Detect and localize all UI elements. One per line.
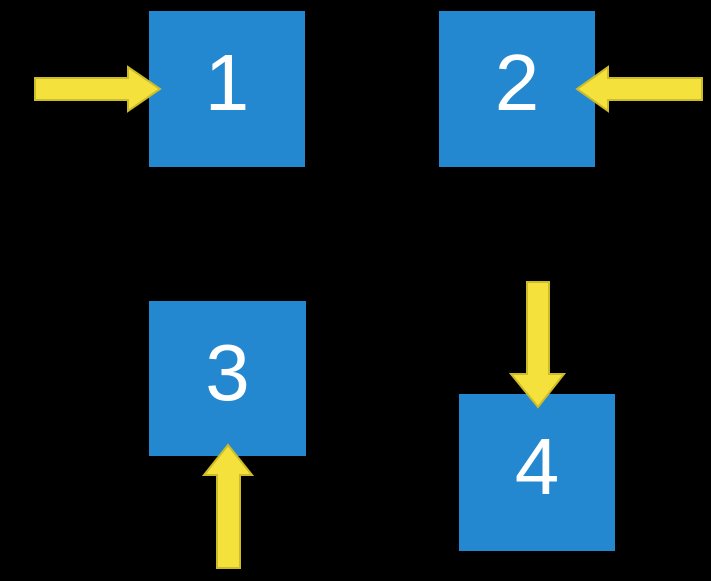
arrow-right-icon — [34, 65, 162, 113]
square-2: 2 — [439, 11, 595, 167]
square-4-label: 4 — [514, 421, 560, 511]
arrow-up-icon — [201, 443, 255, 569]
square-3-label: 3 — [205, 327, 250, 417]
square-3: 3 — [149, 301, 306, 456]
square-1-label: 1 — [204, 38, 250, 127]
arrow-left-icon — [575, 65, 703, 113]
square-1: 1 — [149, 11, 305, 167]
arrow-down-icon — [508, 281, 567, 409]
square-2-label: 2 — [494, 38, 540, 127]
square-4: 4 — [459, 394, 615, 551]
